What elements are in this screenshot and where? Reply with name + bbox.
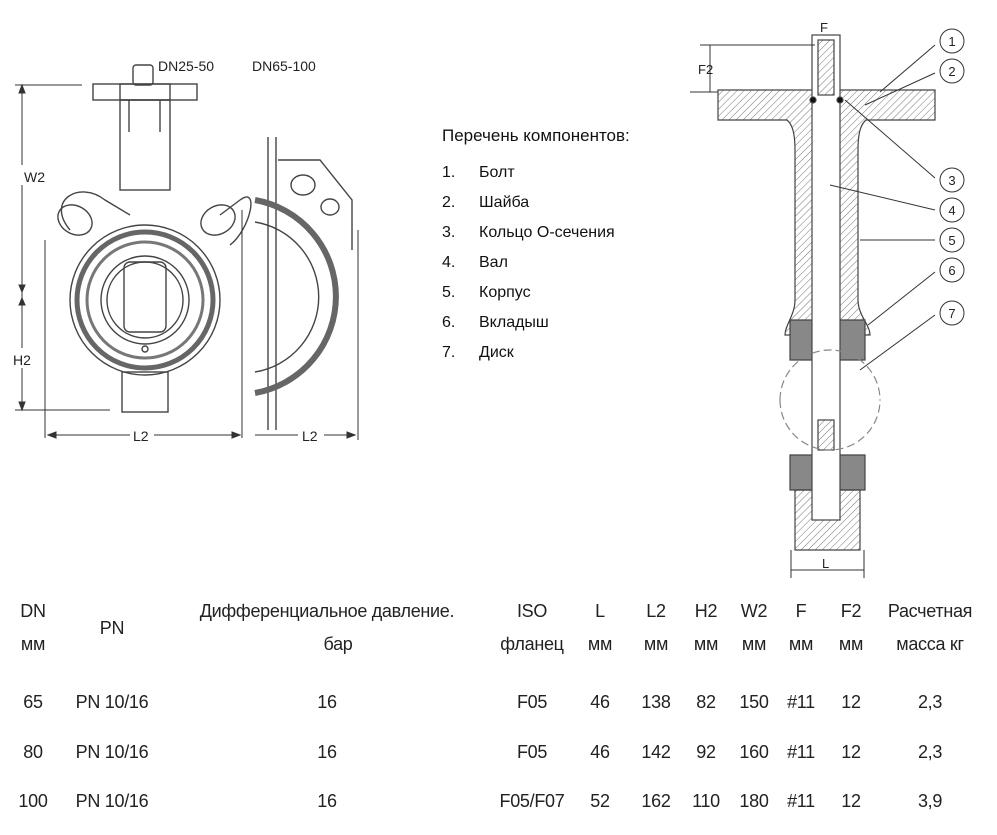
list-item: 1. Болт [442,164,630,194]
item-number: 5. [442,284,456,301]
dim-f: F [820,20,828,35]
item-number: 6. [442,314,456,331]
column-header-unit: мм [741,634,767,654]
table-cell: 80 [23,742,43,762]
table-cell: 12 [841,791,861,811]
column-header-unit: масса кг [896,634,964,654]
column-header: H2 [694,601,718,621]
column-header: ISO [516,601,548,621]
table-cell: #11 [787,692,815,712]
table-cell: 180 [739,791,769,811]
table-cell: PN 10/16 [75,791,149,811]
item-number: 4. [442,254,456,271]
dim-f2: F2 [698,62,713,77]
balloon-7: 7 [948,306,955,321]
table-cell: 12 [841,692,861,712]
table-cell: 150 [739,692,769,712]
table-cell: PN 10/16 [75,742,149,762]
dim-w2: W2 [24,169,45,185]
column-header: DN [20,601,46,621]
component-list: Перечень компонентов: 1. Болт 2. Шайба 3. К… [442,126,630,374]
table-cell: F05 [516,692,548,712]
table-cell: 138 [641,692,671,712]
table-cell: 162 [641,791,671,811]
item-number: 7. [442,344,456,361]
balloon-2: 2 [948,64,955,79]
column-header: L [595,601,605,621]
table-cell: 160 [739,742,769,762]
column-header: Расчетная [887,601,973,621]
table-cell: 2,3 [917,742,943,762]
column-header: F [795,601,807,621]
item-label: Корпус [479,284,531,301]
balloon-1: 1 [948,34,955,49]
table-cell: 52 [590,791,610,811]
item-number: 3. [442,224,456,241]
list-item: 3. Кольцо О-сечения [442,224,630,254]
column-header: PN [99,618,125,638]
list-item: 7. Диск [442,344,630,374]
table-cell: 65 [23,692,43,712]
item-label: Шайба [479,194,530,211]
table-cell: 12 [841,742,861,762]
balloon-6: 6 [948,263,955,278]
column-header-unit: мм [643,634,669,654]
item-label: Болт [479,164,515,181]
table-cell: 2,3 [917,692,943,712]
label-dn25-50: DN25-50 [158,58,214,74]
column-header: Дифференциальное давление. [199,601,455,621]
table-cell: 142 [641,742,671,762]
column-header-unit: мм [587,634,613,654]
list-item: 2. Шайба [442,194,630,224]
column-header-unit: бар [323,634,353,654]
table-cell: 82 [696,692,716,712]
table-cell: 46 [590,692,610,712]
list-item: 5. Корпус [442,284,630,314]
dim-l2-front: L2 [133,428,149,444]
table-cell: #11 [787,742,815,762]
table-cell: F05 [516,742,548,762]
table-cell: F05/F07 [499,791,565,811]
table-cell: 16 [317,791,337,811]
valve-section-drawing: F F2 L 1 2 3 4 5 6 7 [690,20,965,578]
table-cell: PN 10/16 [75,692,149,712]
column-header-unit: мм [838,634,864,654]
item-label: Вал [479,254,508,271]
column-header: L2 [646,601,666,621]
table-cell: #11 [787,791,815,811]
column-header-unit: мм [20,634,46,654]
table-cell: 110 [692,791,720,811]
dim-h2: H2 [13,352,31,368]
item-number: 1. [442,164,456,181]
column-header-unit: мм [693,634,719,654]
column-header: W2 [740,601,768,621]
item-label: Диск [479,344,514,361]
balloon-4: 4 [948,203,955,218]
table-cell: 92 [696,742,716,762]
item-label: Вкладыш [479,314,549,331]
balloon-5: 5 [948,233,955,248]
dim-l2-side: L2 [302,428,318,444]
table-cell: 100 [18,791,48,811]
column-header-unit: фланец [500,634,564,654]
dim-l: L [822,556,829,571]
balloon-3: 3 [948,173,955,188]
item-number: 2. [442,194,456,211]
column-header-unit: мм [788,634,814,654]
table-cell: 3,9 [917,791,943,811]
valve-front-view-drawing: DN25-50 DN65-100 W2 H2 L2 L2 [13,58,359,444]
list-item: 4. Вал [442,254,630,284]
label-dn65-100: DN65-100 [252,58,316,74]
item-label: Кольцо О-сечения [479,224,615,241]
column-header: F2 [840,601,862,621]
table-cell: 46 [590,742,610,762]
table-cell: 16 [317,692,337,712]
table-cell: 16 [317,742,337,762]
component-list-title: Перечень компонентов: [442,126,630,145]
list-item: 6. Вкладыш [442,314,630,344]
